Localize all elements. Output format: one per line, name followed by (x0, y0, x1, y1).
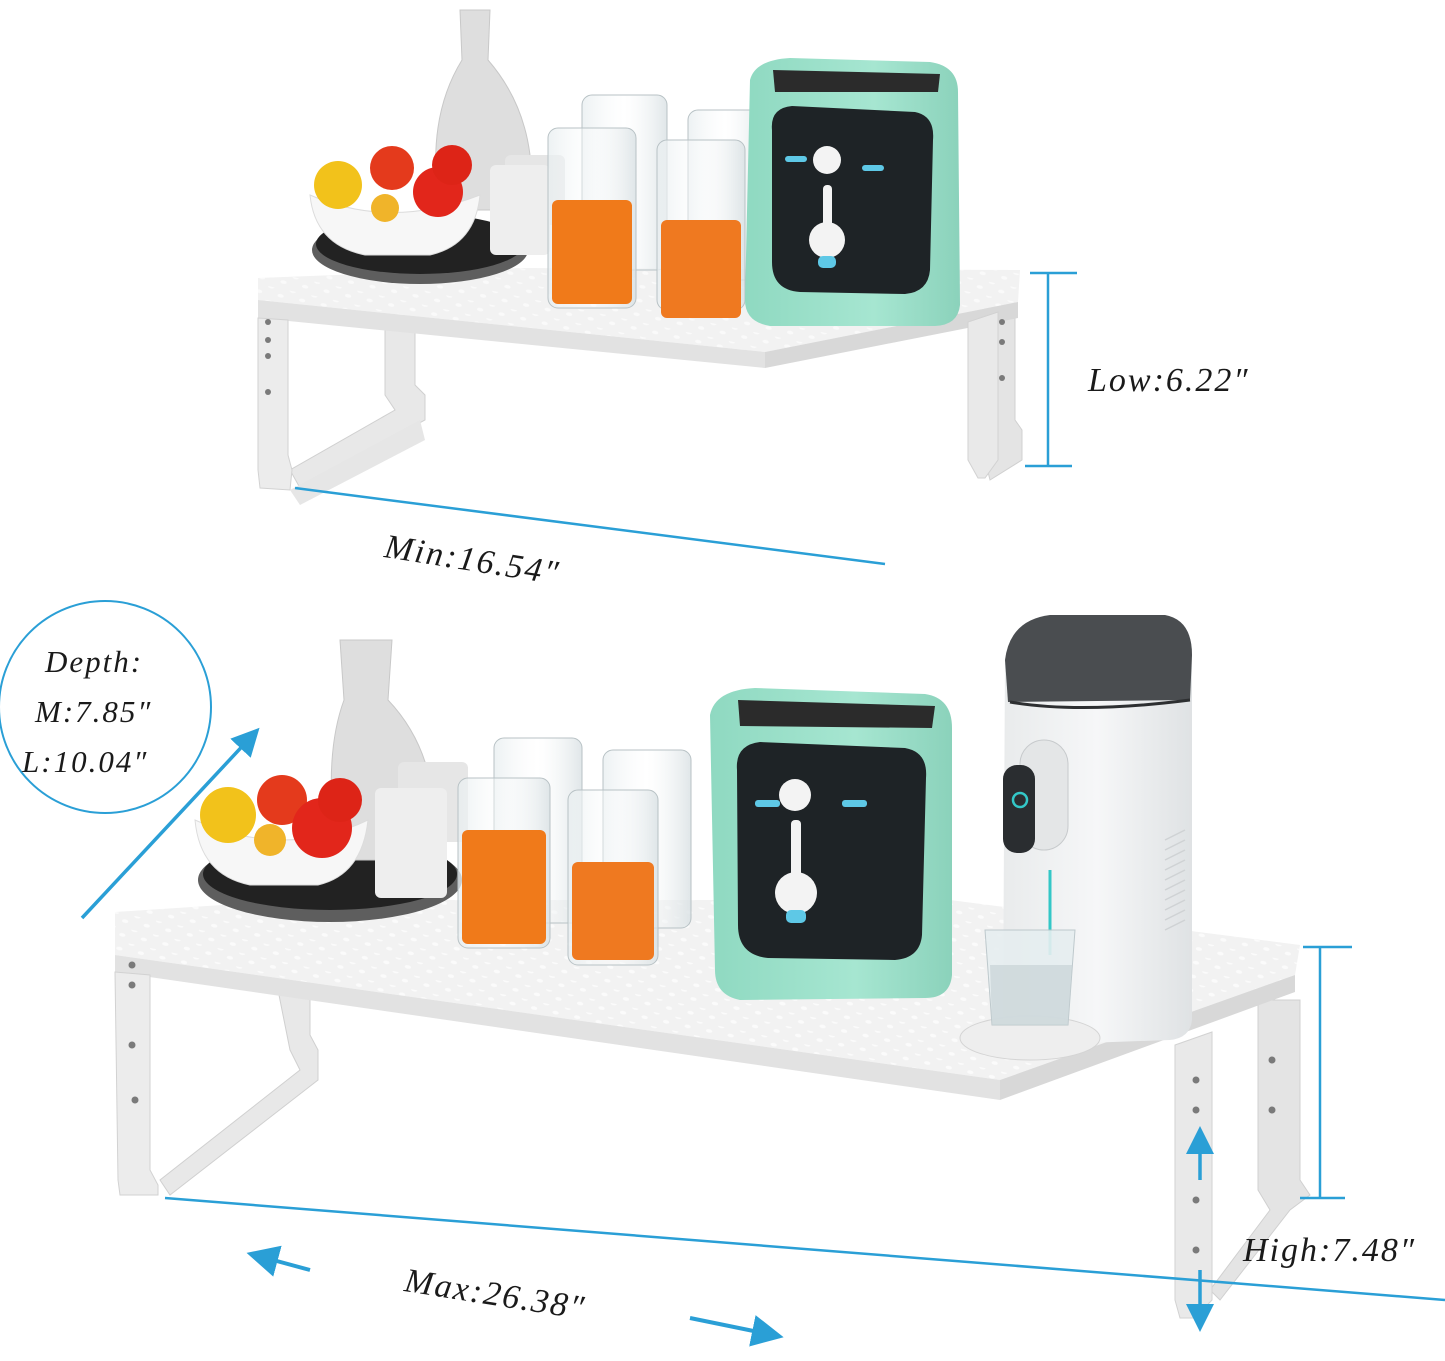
low-height-label: Low:6.22″ (1088, 362, 1250, 399)
depth-badge: Depth: M:7.85″ L:10.04″ (0, 600, 212, 814)
bottom-shelf-items (194, 615, 1192, 1061)
vent-lines (1164, 829, 1186, 931)
depth-medium-value: M:7.85″ (35, 694, 153, 729)
depth-title: Depth: (45, 644, 144, 679)
high-height-label: High:7.48″ (1243, 1232, 1416, 1269)
depth-large-value: L:10.04″ (22, 744, 149, 779)
top-shelf-items (309, 9, 960, 326)
leg-screws (265, 319, 1005, 395)
bottom-shelf-dimensions (80, 727, 1445, 1347)
leg-screws (128, 961, 1276, 1254)
top-shelf-dimensions (294, 271, 1077, 566)
